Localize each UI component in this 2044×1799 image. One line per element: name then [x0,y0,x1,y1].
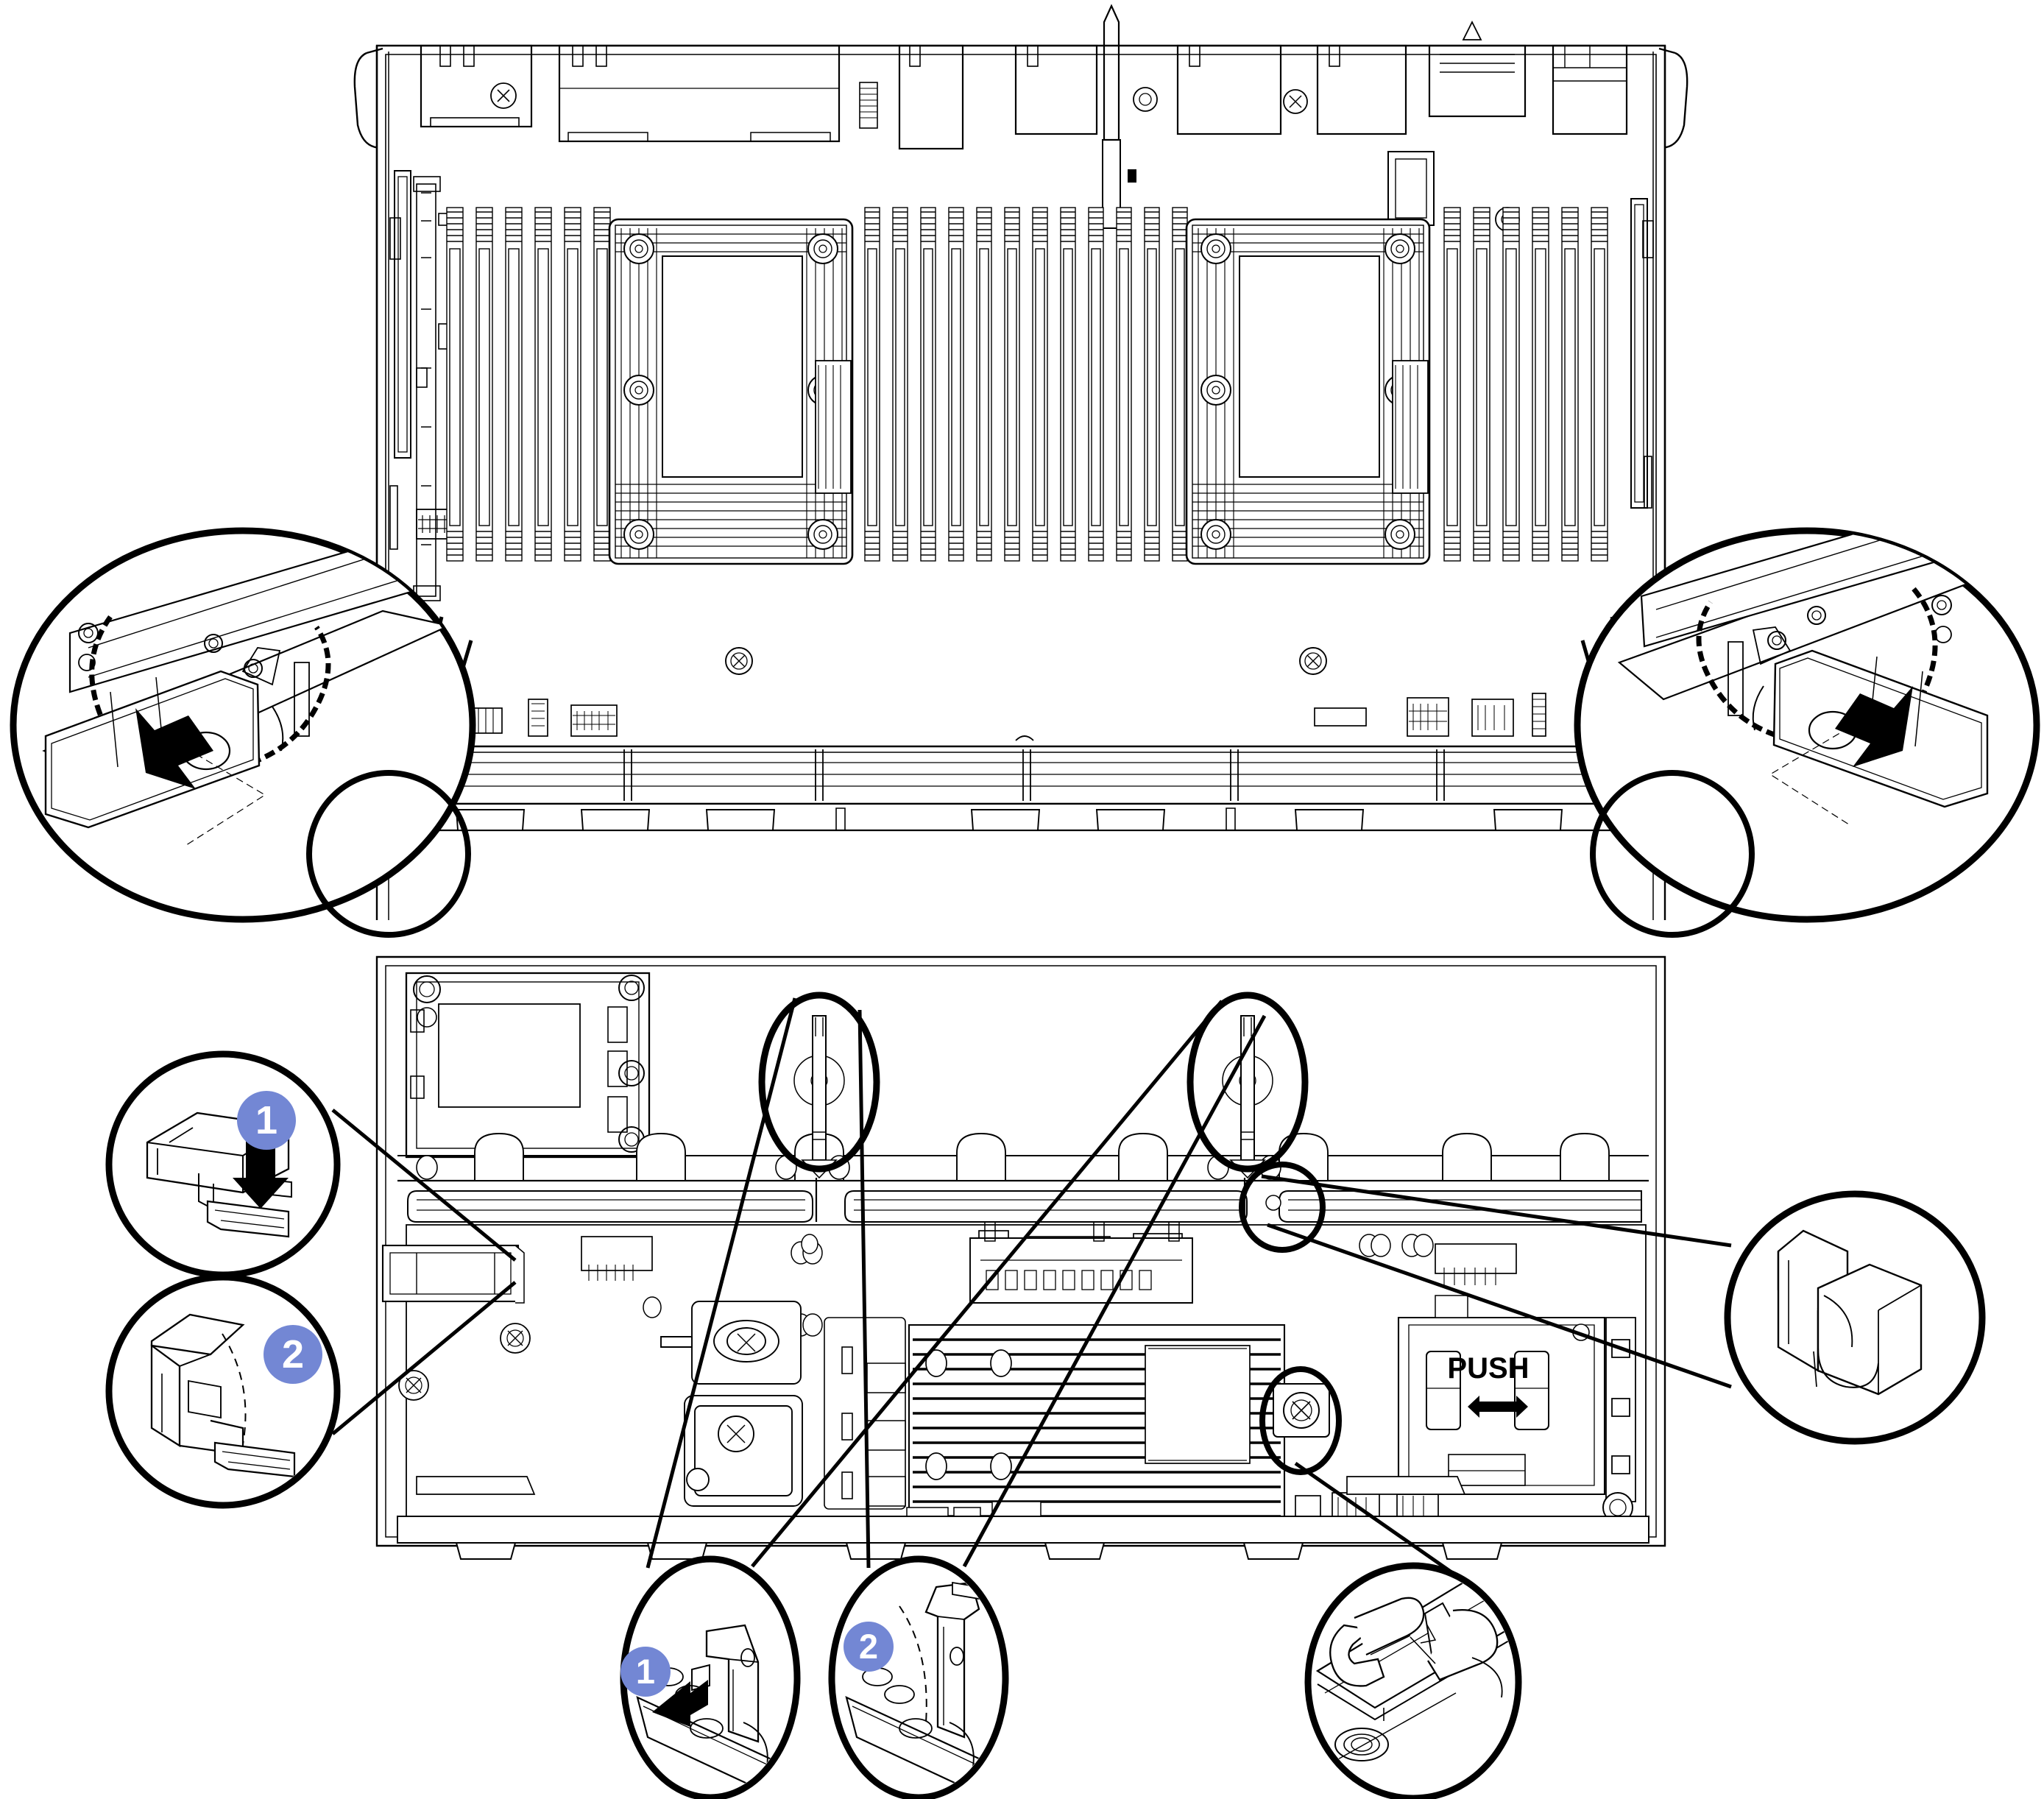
step-badge-1-label: 1 [255,1098,277,1142]
retainer-slot-left [381,1244,525,1304]
callout-rail-latch-step1: 1 [620,1555,801,1799]
push-label: PUSH [1447,1352,1529,1385]
push-plate-module [1397,1295,1606,1496]
callout-clip-press-step1: 1 [105,1050,341,1279]
cpu1-heatsink [608,218,854,565]
pull-arrow-right [1835,686,1913,767]
callout-rail-latch-step2: 2 [828,1555,1009,1799]
guide-pin-left [793,1015,845,1222]
callout-standoff-pin-left [758,992,880,1173]
callout-right-release-latch [1574,527,2040,923]
callout-small-hole-marker [1239,1162,1326,1253]
captive-screw-center [1273,1383,1330,1438]
callout-right-source-marker [1590,770,1755,938]
system-board-assembly [353,4,1688,920]
heatsink-captive-screw [1200,233,1415,550]
push-in-arrow [652,1680,708,1727]
step-badge-1-bottom-label: 1 [636,1652,655,1691]
step-badge-2-bottom-label: 2 [859,1627,878,1666]
callout-standoff-pin-right [1187,992,1309,1173]
left-chassis-rail [353,46,442,920]
cpu2-heatsink [1185,218,1431,565]
pull-arrow-left [135,708,213,789]
chassis-front-wall [397,1133,1649,1223]
lower-finned-heatsink [908,1323,1286,1544]
rear-io-connectors [420,4,1628,232]
front-air-baffle [411,735,1641,832]
callout-left-source-marker [306,770,471,938]
callout-hinge-pin-detail [1304,1562,1522,1799]
step-badge-2 [264,1325,322,1384]
midplane-pcb [381,1195,1649,1560]
step-badge-2-bottom [844,1622,894,1672]
press-down-arrow [233,1139,289,1209]
left-riser-card [413,176,457,601]
chassis-base-assembly [375,955,1666,1560]
dimm-bank-right [1443,206,1609,562]
chassis-base-outline [375,955,1666,1547]
callout-screw-marker [1259,1366,1342,1475]
dimm-bank-middle [864,206,1189,562]
callout-retainer-bracket-right [1724,1190,1986,1445]
step-badge-1-bottom [620,1647,671,1697]
push-arrow-right [1487,1396,1528,1418]
callout-clip-lift-step2: 2 [105,1273,341,1509]
dimm-bank-left [446,206,612,562]
step-badge-1 [237,1091,296,1150]
front-module-left [405,972,651,1159]
step-badge-2-label: 2 [282,1332,304,1376]
